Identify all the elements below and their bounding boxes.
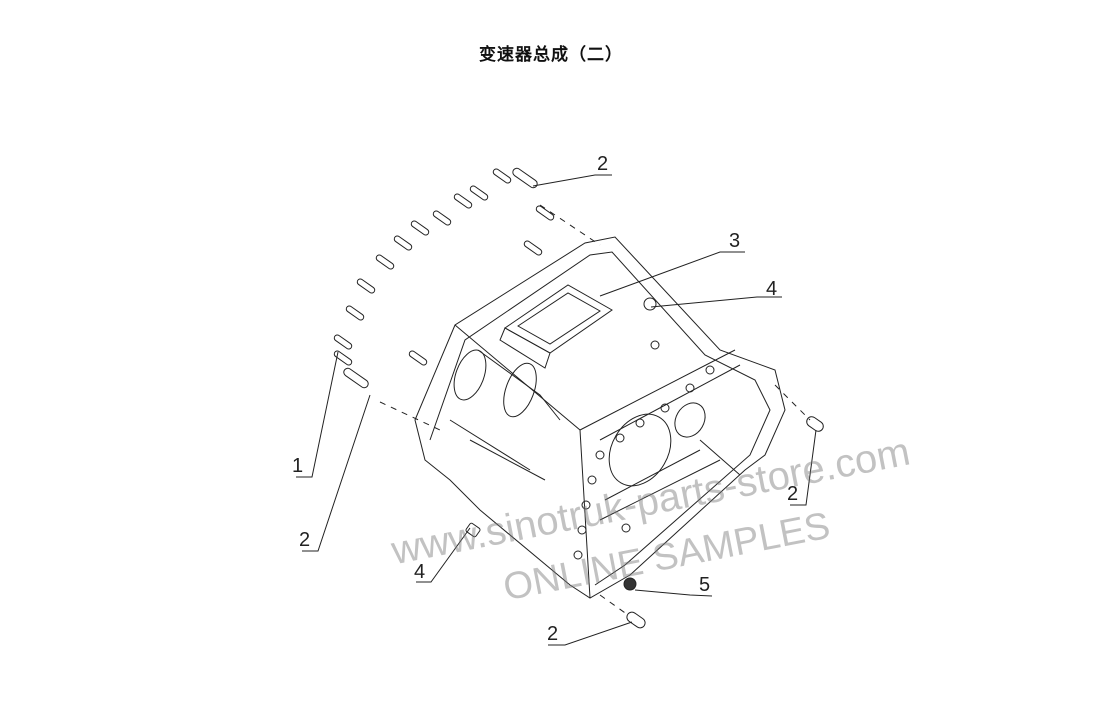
callout-4-left: 4 [414, 561, 426, 583]
callout-2-top: 2 [597, 153, 609, 175]
callout-3: 3 [729, 230, 741, 252]
alignment-lines [379, 204, 811, 616]
loose-parts [465, 297, 824, 629]
callout-5: 5 [699, 574, 711, 596]
callout-2-right: 2 [787, 483, 799, 505]
leader-lines [296, 174, 817, 646]
callout-4-right: 4 [766, 278, 778, 300]
callout-1: 1 [292, 455, 304, 477]
transmission-housing [414, 236, 786, 599]
callout-2-bottom: 2 [547, 623, 559, 645]
callout-2-left: 2 [299, 529, 311, 551]
bolt-set [333, 167, 555, 389]
diagram-title: 变速器总成（二） [479, 45, 623, 65]
